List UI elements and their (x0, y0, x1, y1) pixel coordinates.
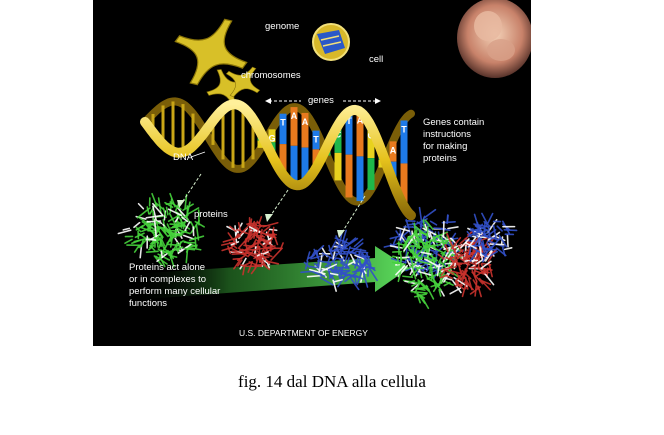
base-letter: T (346, 116, 352, 126)
complex-blue-2 (460, 212, 518, 263)
chromosomes-label: chromosomes (241, 70, 301, 81)
base-pair-rung (290, 145, 298, 185)
base-letter: A (291, 111, 298, 121)
base-pair-rung (334, 125, 342, 153)
cell-icon (312, 23, 350, 61)
base-pair-rung (290, 107, 298, 146)
dna-label: DNA (173, 152, 194, 163)
base-pair-rung (312, 130, 320, 150)
dna-label-leader (190, 151, 206, 158)
cell-label: cell (369, 54, 384, 65)
dna-front-strand (140, 99, 416, 221)
base-pair-rung (367, 158, 375, 190)
base-letter: G (268, 133, 275, 143)
chromosome-1 (174, 18, 248, 86)
figure-caption: fig. 14 dal DNA alla cellula (238, 372, 426, 391)
base-letter: A (390, 145, 397, 155)
base-pair-rung (400, 163, 408, 207)
protein-green-left (117, 192, 205, 268)
genes-label: genes (308, 95, 334, 106)
base-pair-rung (367, 126, 375, 159)
embryo-image (457, 0, 531, 78)
protein-red (220, 216, 284, 276)
base-letter: T (401, 124, 407, 134)
base-pair-rung (345, 111, 353, 155)
dna-back-strand (141, 97, 415, 206)
credit-label: U.S. DEPARTMENT OF ENERGY (239, 328, 368, 338)
base-pair-rung (400, 120, 408, 164)
base-letter: T (280, 118, 286, 128)
base-pair-rung (279, 113, 287, 145)
chromosome-3 (225, 66, 261, 98)
protein-function-arrow (133, 246, 409, 300)
base-letter: A (302, 117, 309, 127)
base-letter: T (313, 135, 319, 145)
chromosome-group (174, 18, 261, 107)
protein-structures (117, 192, 518, 310)
base-pair-rung (356, 111, 364, 157)
genes-note: Genes contain instructions for making pr… (423, 117, 485, 164)
complex-green (389, 219, 465, 310)
base-pair-rung (301, 147, 309, 183)
base-pair-rung (268, 129, 276, 143)
base-pair-rung (345, 154, 353, 198)
dna-to-protein-pointers (177, 173, 366, 238)
proteins-note: Proteins act alone or in complexes to pe… (129, 262, 221, 309)
base-pair-rung (301, 112, 309, 148)
proteins-label: proteins (194, 209, 228, 220)
base-pair-rung (389, 141, 397, 162)
genes-range-arrow (265, 98, 381, 104)
base-pair-rung (334, 152, 342, 181)
base-pair-rung (356, 156, 364, 202)
base-letter: A (357, 116, 364, 126)
protein-blue (300, 229, 378, 292)
genome-label: genome (265, 21, 300, 32)
base-pair-rung (279, 144, 287, 175)
